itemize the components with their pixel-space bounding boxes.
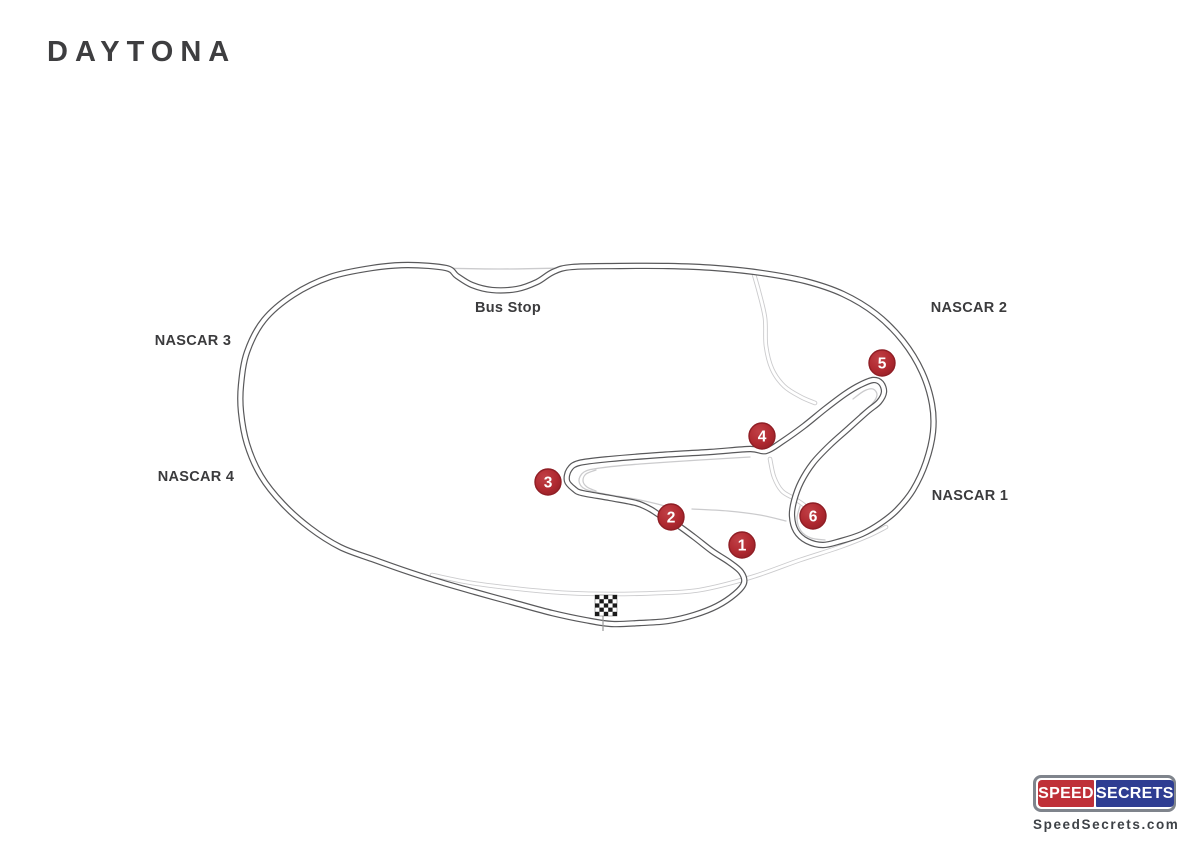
corner-marker-2: 2 bbox=[657, 503, 685, 531]
infield-access-road-outline bbox=[750, 268, 818, 406]
logo-domain-text: SpeedSecrets.com bbox=[1033, 817, 1180, 832]
corner-marker-3: 3 bbox=[534, 468, 562, 496]
speed-secrets-logo-box: SPEED SECRETS bbox=[1033, 775, 1176, 812]
corner-marker-number: 6 bbox=[809, 509, 818, 526]
horseshoe-inner-line-outline bbox=[578, 456, 751, 515]
oval-edge-bus-stop-bypass-outline bbox=[437, 267, 566, 270]
turn6-apex-line-outline bbox=[796, 505, 826, 541]
corner-marker-number: 2 bbox=[667, 510, 676, 527]
infield-link-road-outline bbox=[691, 508, 787, 522]
start-finish-flag bbox=[594, 594, 618, 631]
turn3-apex-line-outline bbox=[582, 469, 597, 492]
corner-marker-number: 4 bbox=[758, 429, 767, 446]
label-bus-stop: Bus Stop bbox=[475, 300, 541, 316]
label-nascar-1: NASCAR 1 bbox=[931, 488, 1009, 504]
corner-marker-4: 4 bbox=[748, 422, 776, 450]
main-circuit-core bbox=[238, 263, 936, 627]
infield-access-road-core bbox=[751, 269, 817, 405]
corner-marker-number: 5 bbox=[878, 356, 887, 373]
logo-speed-segment: SPEED bbox=[1038, 780, 1094, 807]
label-nascar-4: NASCAR 4 bbox=[157, 469, 235, 485]
label-nascar-3: NASCAR 3 bbox=[154, 333, 232, 349]
pit-road-outline bbox=[429, 524, 889, 597]
speed-secrets-logo: SPEED SECRETS SpeedSecrets.com bbox=[1033, 775, 1180, 832]
corner-marker-6: 6 bbox=[799, 502, 827, 530]
logo-secrets-segment: SECRETS bbox=[1096, 780, 1174, 807]
page-title: DAYTONA bbox=[47, 36, 237, 68]
label-nascar-2: NASCAR 2 bbox=[930, 300, 1008, 316]
corner-marker-number: 1 bbox=[738, 538, 747, 555]
corner-marker-5: 5 bbox=[868, 349, 896, 377]
corner-marker-1: 1 bbox=[728, 531, 756, 559]
pit-road-core bbox=[430, 525, 888, 596]
corner-marker-number: 3 bbox=[544, 475, 553, 492]
